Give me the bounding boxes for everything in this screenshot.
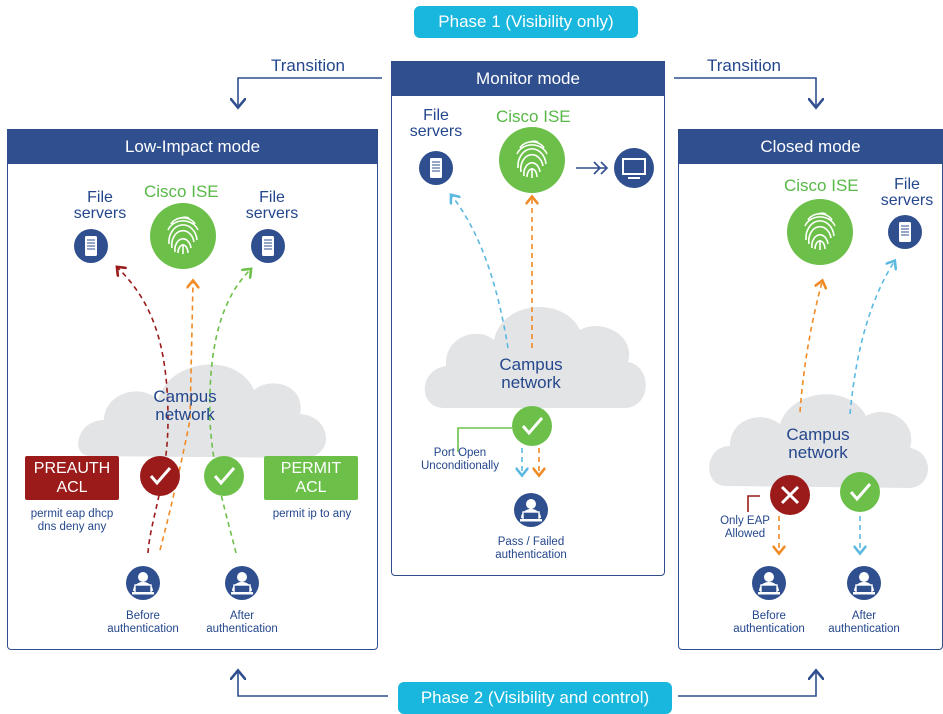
low-file-servers-left-label: File servers bbox=[73, 189, 127, 222]
cloud-icon bbox=[78, 364, 327, 458]
phase2-arrow-right bbox=[678, 672, 816, 697]
transition-arrow-left bbox=[238, 77, 382, 106]
monitor-cloud-label: Campus network bbox=[499, 355, 563, 392]
fingerprint-icon bbox=[498, 126, 566, 194]
monitor-user-label: Pass / Failed authentication bbox=[495, 536, 567, 561]
file-server-icon bbox=[73, 228, 109, 264]
user-laptop-icon bbox=[513, 492, 549, 528]
monitor-icon bbox=[614, 148, 654, 188]
file-server-icon bbox=[418, 150, 454, 186]
closed-ise-label: Cisco ISE bbox=[784, 176, 859, 195]
double-arrow-icon bbox=[576, 161, 609, 175]
closed-user-before-label: Before authentication bbox=[733, 610, 805, 635]
phase1-badge: Phase 1 (Visibility only) bbox=[414, 6, 638, 38]
cloud-icon bbox=[424, 307, 646, 408]
closed-title: Closed mode bbox=[679, 130, 942, 164]
low-user-after-label: After authentication bbox=[206, 610, 278, 635]
checkmark-icon bbox=[510, 404, 554, 448]
low-ise-label: Cisco ISE bbox=[144, 182, 219, 201]
x-icon bbox=[768, 473, 812, 517]
transition-label-right: Transition bbox=[707, 56, 782, 75]
transition-arrow-right bbox=[674, 77, 816, 106]
preauth-acl-badge: PREAUTH ACL bbox=[25, 456, 119, 500]
permit-acl-badge: PERMIT ACL bbox=[264, 456, 358, 500]
checkmark-icon bbox=[138, 454, 182, 498]
low-user-before-label: Before authentication bbox=[107, 610, 179, 635]
low-file-servers-right-label: File servers bbox=[245, 189, 299, 222]
file-server-icon bbox=[887, 214, 923, 250]
checkmark-icon bbox=[202, 454, 246, 498]
phase2-arrow-left bbox=[238, 672, 388, 697]
monitor-ise-label: Cisco ISE bbox=[496, 107, 571, 126]
user-laptop-icon bbox=[224, 565, 260, 601]
file-server-icon bbox=[250, 228, 286, 264]
transition-label-left: Transition bbox=[271, 56, 346, 75]
fingerprint-icon bbox=[149, 202, 217, 270]
phase2-badge: Phase 2 (Visibility and control) bbox=[398, 682, 672, 714]
checkmark-icon bbox=[838, 470, 882, 514]
closed-file-servers-label: File servers bbox=[880, 176, 934, 209]
cloud-icon bbox=[709, 394, 928, 488]
fingerprint-icon bbox=[786, 198, 854, 266]
monitor-file-servers-label: File servers bbox=[409, 107, 463, 140]
user-laptop-icon bbox=[751, 565, 787, 601]
low-impact-title: Low-Impact mode bbox=[8, 130, 377, 164]
port-open-label: Port Open Unconditionally bbox=[421, 447, 499, 472]
user-laptop-icon bbox=[846, 565, 882, 601]
closed-cloud-label: Campus network bbox=[786, 425, 850, 462]
preauth-acl-rule: permit eap dhcp dns deny any bbox=[30, 508, 114, 533]
monitor-title: Monitor mode bbox=[392, 62, 664, 96]
low-cloud-label: Campus network bbox=[153, 387, 217, 424]
user-laptop-icon bbox=[125, 565, 161, 601]
closed-user-after-label: After authentication bbox=[828, 610, 900, 635]
permit-acl-rule: permit ip to any bbox=[272, 508, 352, 520]
only-eap-label: Only EAP Allowed bbox=[720, 515, 770, 540]
monitor-panel: Monitor mode bbox=[391, 61, 665, 576]
